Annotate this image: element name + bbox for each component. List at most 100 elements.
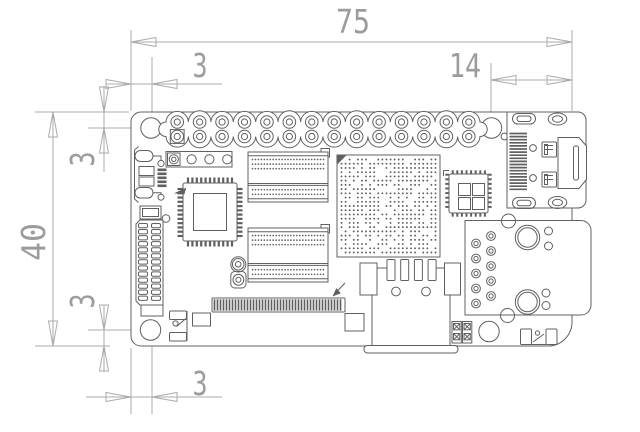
pad-dot	[272, 268, 275, 271]
pad-dot	[389, 162, 392, 165]
pad-dot	[307, 167, 310, 170]
pad-dot	[263, 268, 266, 271]
pad-dot	[251, 239, 254, 241]
usba-pin-inner	[488, 293, 494, 299]
pad-dot	[272, 163, 275, 165]
pad-dot	[393, 167, 396, 169]
pad-dot	[373, 209, 376, 212]
musb-lip	[363, 345, 459, 354]
pad-dot	[304, 188, 307, 191]
pad-dot	[322, 188, 325, 191]
pad-dot	[365, 200, 367, 203]
pad-dot	[304, 273, 307, 276]
pad-dot	[290, 158, 292, 161]
pad-dot	[278, 188, 280, 191]
pad-dot	[381, 251, 384, 254]
pad-dot	[434, 158, 437, 161]
pad-dot	[405, 209, 408, 212]
pad-dot	[290, 268, 292, 271]
pad-dot	[410, 188, 412, 191]
pad-dot	[369, 192, 372, 195]
usba-pin	[471, 268, 481, 279]
switch-base	[531, 341, 546, 345]
fpc-contact	[151, 259, 161, 265]
pad-dot	[356, 234, 359, 237]
pad-dot	[393, 209, 396, 212]
pad-dot	[405, 221, 408, 224]
gpio-pin	[327, 115, 342, 129]
pad-dot	[356, 200, 359, 203]
pad-dot	[356, 205, 359, 207]
via-pair-icon	[230, 256, 247, 289]
rj45-hole	[529, 144, 537, 152]
usba-pin	[486, 246, 496, 256]
pad-dot	[401, 251, 404, 254]
pad-dot	[430, 221, 433, 224]
pad-dot	[319, 234, 322, 237]
pad-dot	[365, 192, 367, 195]
pad-dot	[310, 243, 313, 246]
pad-dot	[401, 234, 404, 237]
qfp-pin	[217, 241, 220, 247]
pad-dot	[373, 247, 376, 250]
qfp-pin	[226, 241, 229, 247]
gpio-pin	[439, 115, 454, 129]
fpc-contact	[151, 241, 161, 247]
pad-dot	[293, 273, 295, 276]
pad-dot	[251, 158, 254, 161]
qfp-pin	[177, 187, 183, 191]
pad-dot	[389, 230, 392, 233]
fpc-contact	[138, 283, 148, 289]
gpio-pin-inner	[196, 132, 204, 141]
usba-pin-inner	[488, 248, 494, 254]
qfp-pin	[177, 200, 183, 203]
gpio-pin	[282, 129, 297, 144]
pad-dot	[284, 243, 286, 246]
gpio-pin-inner	[465, 132, 473, 141]
fpc-contact	[138, 277, 148, 283]
pad-dot	[269, 239, 272, 241]
pad-dot	[397, 251, 400, 254]
pad-dot	[360, 200, 363, 203]
pad-dot	[434, 230, 437, 233]
pad-dot	[430, 171, 433, 174]
pad-dot	[287, 188, 289, 191]
mounting-holes	[139, 117, 509, 343]
pad-dot	[389, 179, 392, 182]
pad-dot	[410, 247, 412, 250]
pad-dot	[298, 167, 301, 170]
dimension-arrow	[98, 304, 110, 331]
pad-dot	[301, 234, 304, 237]
pad-dot	[290, 193, 292, 196]
qfp-pin	[177, 217, 183, 220]
pad-dot	[290, 273, 292, 276]
pad-dot	[369, 162, 372, 165]
pad-dot	[304, 163, 307, 165]
pad-dot	[316, 239, 319, 241]
usba-pin	[486, 276, 496, 286]
pad-dot	[287, 273, 289, 276]
fpc-contact	[151, 277, 161, 283]
qfp-pin	[237, 217, 243, 220]
pad-dot	[373, 205, 376, 207]
pcb-board	[130, 110, 592, 354]
left-edge-components-icon	[134, 146, 167, 203]
pad-dot	[414, 226, 417, 229]
pad-dot	[373, 217, 376, 220]
pad-dot	[296, 268, 298, 271]
pad-dot	[356, 221, 359, 224]
pad-dot	[397, 221, 400, 224]
pad-dot	[284, 188, 286, 191]
qfp-pin	[237, 234, 243, 238]
pad-dot	[401, 162, 404, 165]
pad-dot	[381, 230, 384, 233]
pad-dot	[418, 217, 421, 220]
pad-dot	[365, 221, 367, 224]
gpio-pin-inner	[263, 132, 271, 141]
pad-dot	[278, 268, 280, 271]
pad-dot	[263, 243, 266, 246]
pad-dot	[385, 230, 388, 233]
pad-dot	[393, 183, 396, 186]
rj45-plug-slot	[573, 145, 579, 181]
